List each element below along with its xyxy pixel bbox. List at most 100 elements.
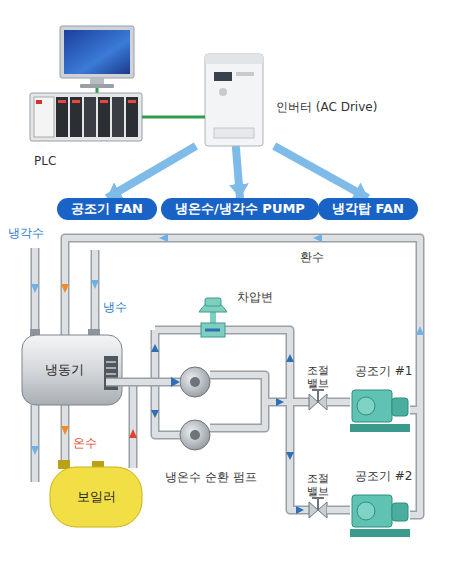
connector-line [327, 398, 350, 407]
plc-rack-part [34, 97, 54, 137]
shape-anchor [350, 490, 410, 540]
node-label: 인버터 (AC Drive) [276, 100, 377, 114]
monitor-icon-part [64, 30, 130, 74]
connector-line [106, 379, 180, 385]
flow-arrow [31, 234, 424, 514]
differential-valve: 차압변 [195, 282, 275, 340]
shape-anchor [30, 92, 142, 142]
inverter-unit-part [236, 72, 254, 76]
flow-arrow-part [286, 354, 294, 362]
monitor-icon-part [80, 84, 114, 88]
shape-anchor [205, 54, 263, 146]
pipe-label: 냉수 [103, 300, 127, 314]
inverter-unit-part [219, 88, 227, 96]
air-handler-part [352, 495, 392, 527]
air-handler-part [357, 502, 375, 520]
flow-arrow-part [276, 398, 284, 406]
control-valve [309, 390, 327, 518]
plc-device: PLC [26, 84, 146, 170]
node-label: 냉온수 순환 펌프 [165, 470, 257, 484]
shape-anchor [180, 367, 210, 397]
connector-line [274, 146, 368, 198]
connector-line [106, 378, 180, 387]
inverter-unit [205, 54, 263, 146]
node-label: 조절 밸브 [305, 472, 331, 498]
control-valve: 조절 밸브 [298, 472, 338, 520]
flow-arrow-part [313, 234, 322, 242]
air-handler-part [350, 424, 410, 432]
pipe-label: 냉각수 [8, 226, 44, 240]
monitor-icon [60, 26, 134, 88]
inverter-drive: 인버터 (AC Drive) [200, 50, 400, 152]
circulation-pump: 냉온수 순환 펌프 [163, 362, 275, 484]
network-cable [97, 88, 98, 93]
circulation-pump-part [180, 367, 210, 397]
circulation-pump-part [180, 420, 210, 450]
flow-arrow-part [61, 284, 69, 293]
shape-anchor [309, 502, 327, 518]
plc-rack-part [128, 100, 136, 103]
plc-rack-part [36, 100, 42, 104]
differential-valve-part [201, 323, 225, 337]
plc-rack-part [70, 97, 82, 137]
flow-arrow-part [151, 410, 159, 418]
air-handler-part [357, 397, 375, 415]
node-label: 공조기 #2 [355, 469, 413, 483]
flow-arrow-part [31, 284, 39, 293]
plc-rack-part [56, 97, 68, 137]
chiller-unit [22, 329, 122, 405]
air-handler: 공조기 #1 [345, 362, 425, 438]
flow-arrow-part [31, 446, 39, 455]
plc-rack-part [112, 97, 124, 137]
plc-rack [30, 93, 142, 141]
node-label: 차압변 [237, 290, 273, 304]
chiller-unit-part [106, 362, 116, 380]
circulation-pump [180, 367, 210, 450]
flow-arrow-part [61, 426, 69, 435]
pipe-connector [106, 382, 180, 383]
flow-arrow-part [159, 234, 168, 242]
signal-connector [236, 146, 240, 198]
differential-valve-part [210, 312, 216, 324]
network-cable-part [96, 88, 99, 93]
control-valve: 조절 밸브 [298, 364, 338, 412]
inverter-unit-part [205, 54, 263, 64]
plc-rack-part [98, 97, 110, 137]
target-pill: 냉온수/냉각수 PUMP [161, 198, 319, 220]
flow-arrow-part [416, 326, 424, 335]
connector-line [327, 399, 350, 405]
shape-anchor [350, 385, 410, 435]
plc-rack-part [58, 100, 66, 103]
differential-valve-part [205, 329, 220, 332]
air-handler-part [392, 503, 408, 521]
inverter-unit-part [214, 72, 232, 81]
circulation-pump-part [190, 430, 200, 440]
flow-arrow-part [296, 506, 304, 514]
boiler-tank-part [50, 467, 142, 527]
monitor-icon-part [60, 26, 134, 78]
signal-connector [142, 117, 205, 118]
connector-line [107, 146, 196, 198]
pipe-connector [327, 510, 350, 511]
target-pill: 공조기 FAN [57, 198, 157, 220]
flow-arrow-part [286, 452, 294, 460]
plc-rack-part [126, 97, 138, 137]
connector-line [236, 146, 240, 198]
node-label: 공조기 FAN [71, 201, 143, 217]
connector-line [327, 506, 350, 515]
node-label: PLC [34, 154, 56, 168]
inverter-unit-part [214, 128, 254, 138]
differential-valve [199, 298, 227, 337]
boiler-tank [50, 460, 142, 527]
chiller-unit: 냉동기 [22, 335, 106, 405]
plc-rack-part [100, 100, 108, 103]
signal-connector [107, 146, 196, 198]
connector-line [327, 507, 350, 513]
differential-valve-part [205, 298, 221, 306]
node-label: 냉동기 [45, 362, 84, 378]
flow-arrow-part [91, 280, 99, 289]
air-handler-part [392, 398, 408, 416]
plc-rack-part [30, 93, 142, 141]
plc-rack-part [84, 97, 96, 137]
